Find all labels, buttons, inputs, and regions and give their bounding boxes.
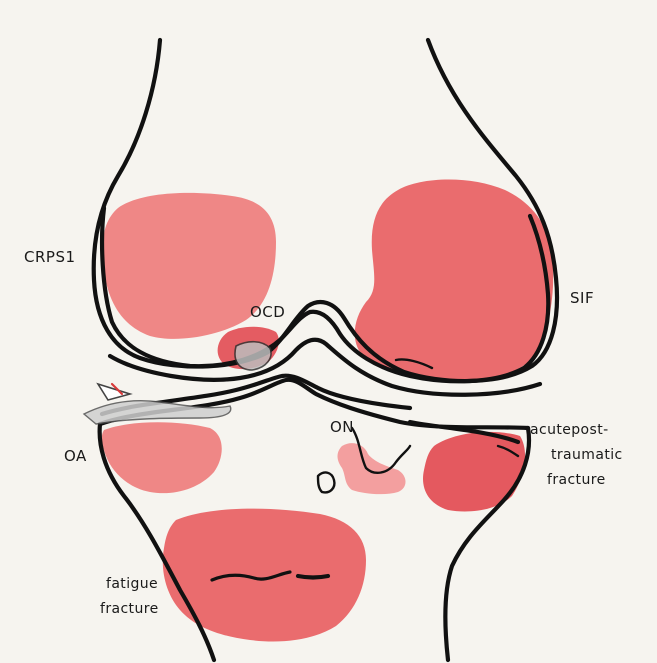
fatigue-fracture-line-2: [298, 576, 328, 578]
label-crps1: CRPS1: [24, 248, 76, 266]
oa-lesion: [102, 422, 222, 493]
acute-fracture-lesion: [423, 432, 525, 512]
on-fragment-line: [318, 473, 334, 493]
label-fatigue-line1: fatigue: [106, 576, 158, 592]
label-oa: OA: [64, 447, 87, 465]
label-fatigue-line2: fracture: [100, 601, 159, 617]
label-ocd: OCD: [250, 303, 285, 321]
label-acute-line1: acutepost-: [530, 422, 609, 438]
sif-lesion: [355, 179, 553, 382]
label-acute-line2: traumatic: [551, 447, 623, 463]
label-acute-line3: fracture: [547, 472, 606, 488]
label-sif: SIF: [570, 289, 594, 307]
ocd-fragment: [235, 342, 271, 370]
on-lesion: [338, 443, 406, 494]
fatigue-fracture-lesion: [163, 509, 366, 642]
label-on: ON: [330, 418, 354, 436]
